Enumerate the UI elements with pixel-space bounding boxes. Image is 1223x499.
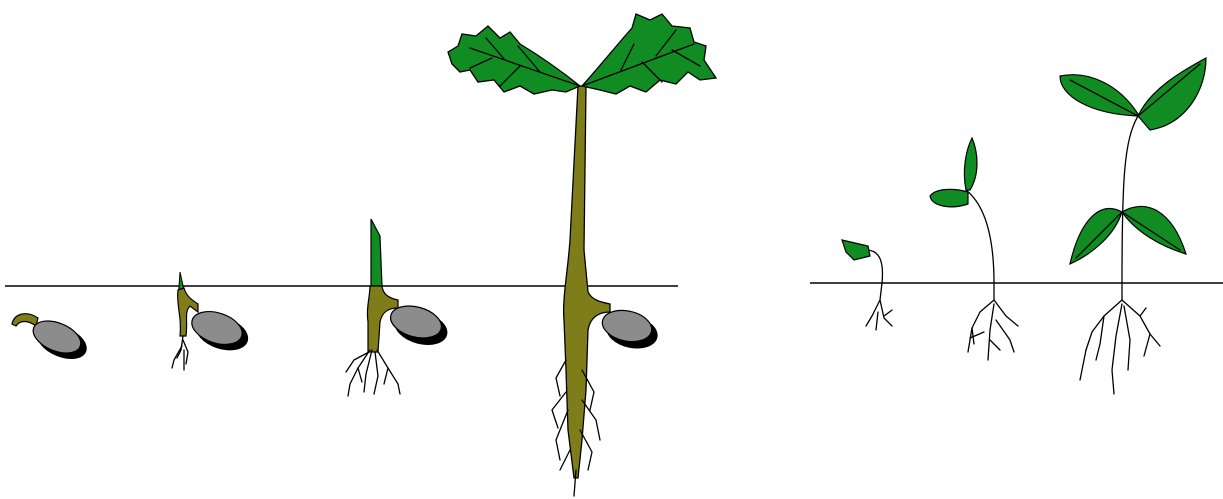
- roots: [1080, 300, 1160, 394]
- left-panel: [5, 14, 716, 496]
- sprout-stage-b: [930, 138, 1018, 360]
- left-leaf: [448, 26, 580, 94]
- seed-stage-3: [346, 219, 451, 396]
- roots: [172, 336, 188, 370]
- shoot: [371, 219, 382, 286]
- seed-stage-4: [448, 14, 716, 496]
- left-leaf: [930, 189, 968, 206]
- roots: [968, 300, 1018, 360]
- stem: [866, 250, 882, 300]
- leaf: [842, 240, 870, 260]
- radicle: [12, 314, 38, 326]
- right-panel: [810, 58, 1223, 394]
- roots: [866, 300, 892, 330]
- sprout-stage-a: [842, 240, 892, 330]
- stem: [564, 86, 610, 478]
- sprout-stage-c: [1060, 58, 1206, 394]
- right-leaf: [582, 14, 716, 94]
- roots: [346, 350, 400, 396]
- seed-stage-1: [12, 314, 92, 366]
- upper-leaf: [964, 138, 977, 190]
- top-right-leaf: [1138, 58, 1206, 130]
